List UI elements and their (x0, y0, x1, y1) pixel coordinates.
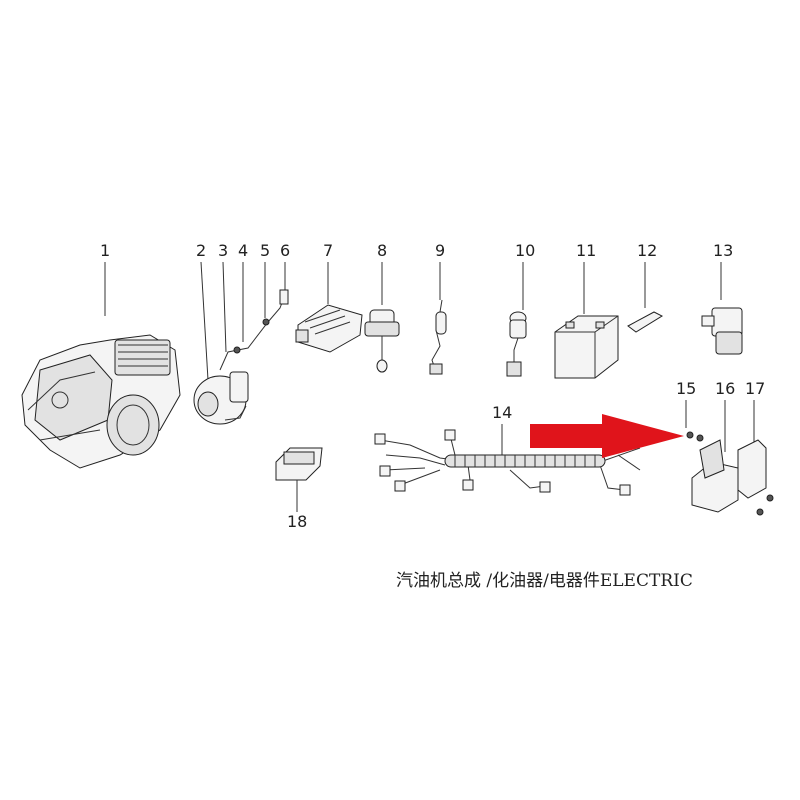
leader-lines (104, 261, 755, 512)
callout-12: 12 (637, 241, 657, 260)
carburetor-part (193, 371, 249, 425)
callout-16: 16 (715, 379, 735, 398)
bracket-part (686, 431, 774, 516)
callout-7: 7 (323, 241, 333, 260)
switch-block-part (275, 447, 323, 488)
ignition-switch-part (506, 311, 527, 377)
callout-2: 2 (196, 241, 206, 260)
engine-assembly-part (21, 334, 181, 469)
sensor-part (429, 299, 447, 375)
regulator-part (295, 304, 363, 353)
fuel-line-parts (219, 289, 289, 371)
callout-14: 14 (492, 403, 512, 422)
callout-15: 15 (676, 379, 696, 398)
diagram-caption: 汽油机总成 /化油器/电器件ELECTRIC (396, 571, 693, 591)
callout-8: 8 (377, 241, 387, 260)
callout-4: 4 (238, 241, 248, 260)
relay-part (701, 307, 743, 355)
callout-10: 10 (515, 241, 535, 260)
wiring-harness-part (374, 429, 641, 496)
battery-strap-part (627, 311, 664, 333)
right-arrow-icon (530, 414, 684, 458)
callout-18: 18 (287, 512, 307, 531)
callout-17: 17 (745, 379, 765, 398)
callout-11: 11 (576, 241, 596, 260)
callout-5: 5 (260, 241, 270, 260)
callout-3: 3 (218, 241, 228, 260)
ignition-coil-part (364, 309, 400, 373)
callout-9: 9 (435, 241, 445, 260)
callout-1: 1 (100, 241, 110, 260)
battery-part (554, 315, 619, 379)
callout-13: 13 (713, 241, 733, 260)
callout-6: 6 (280, 241, 290, 260)
